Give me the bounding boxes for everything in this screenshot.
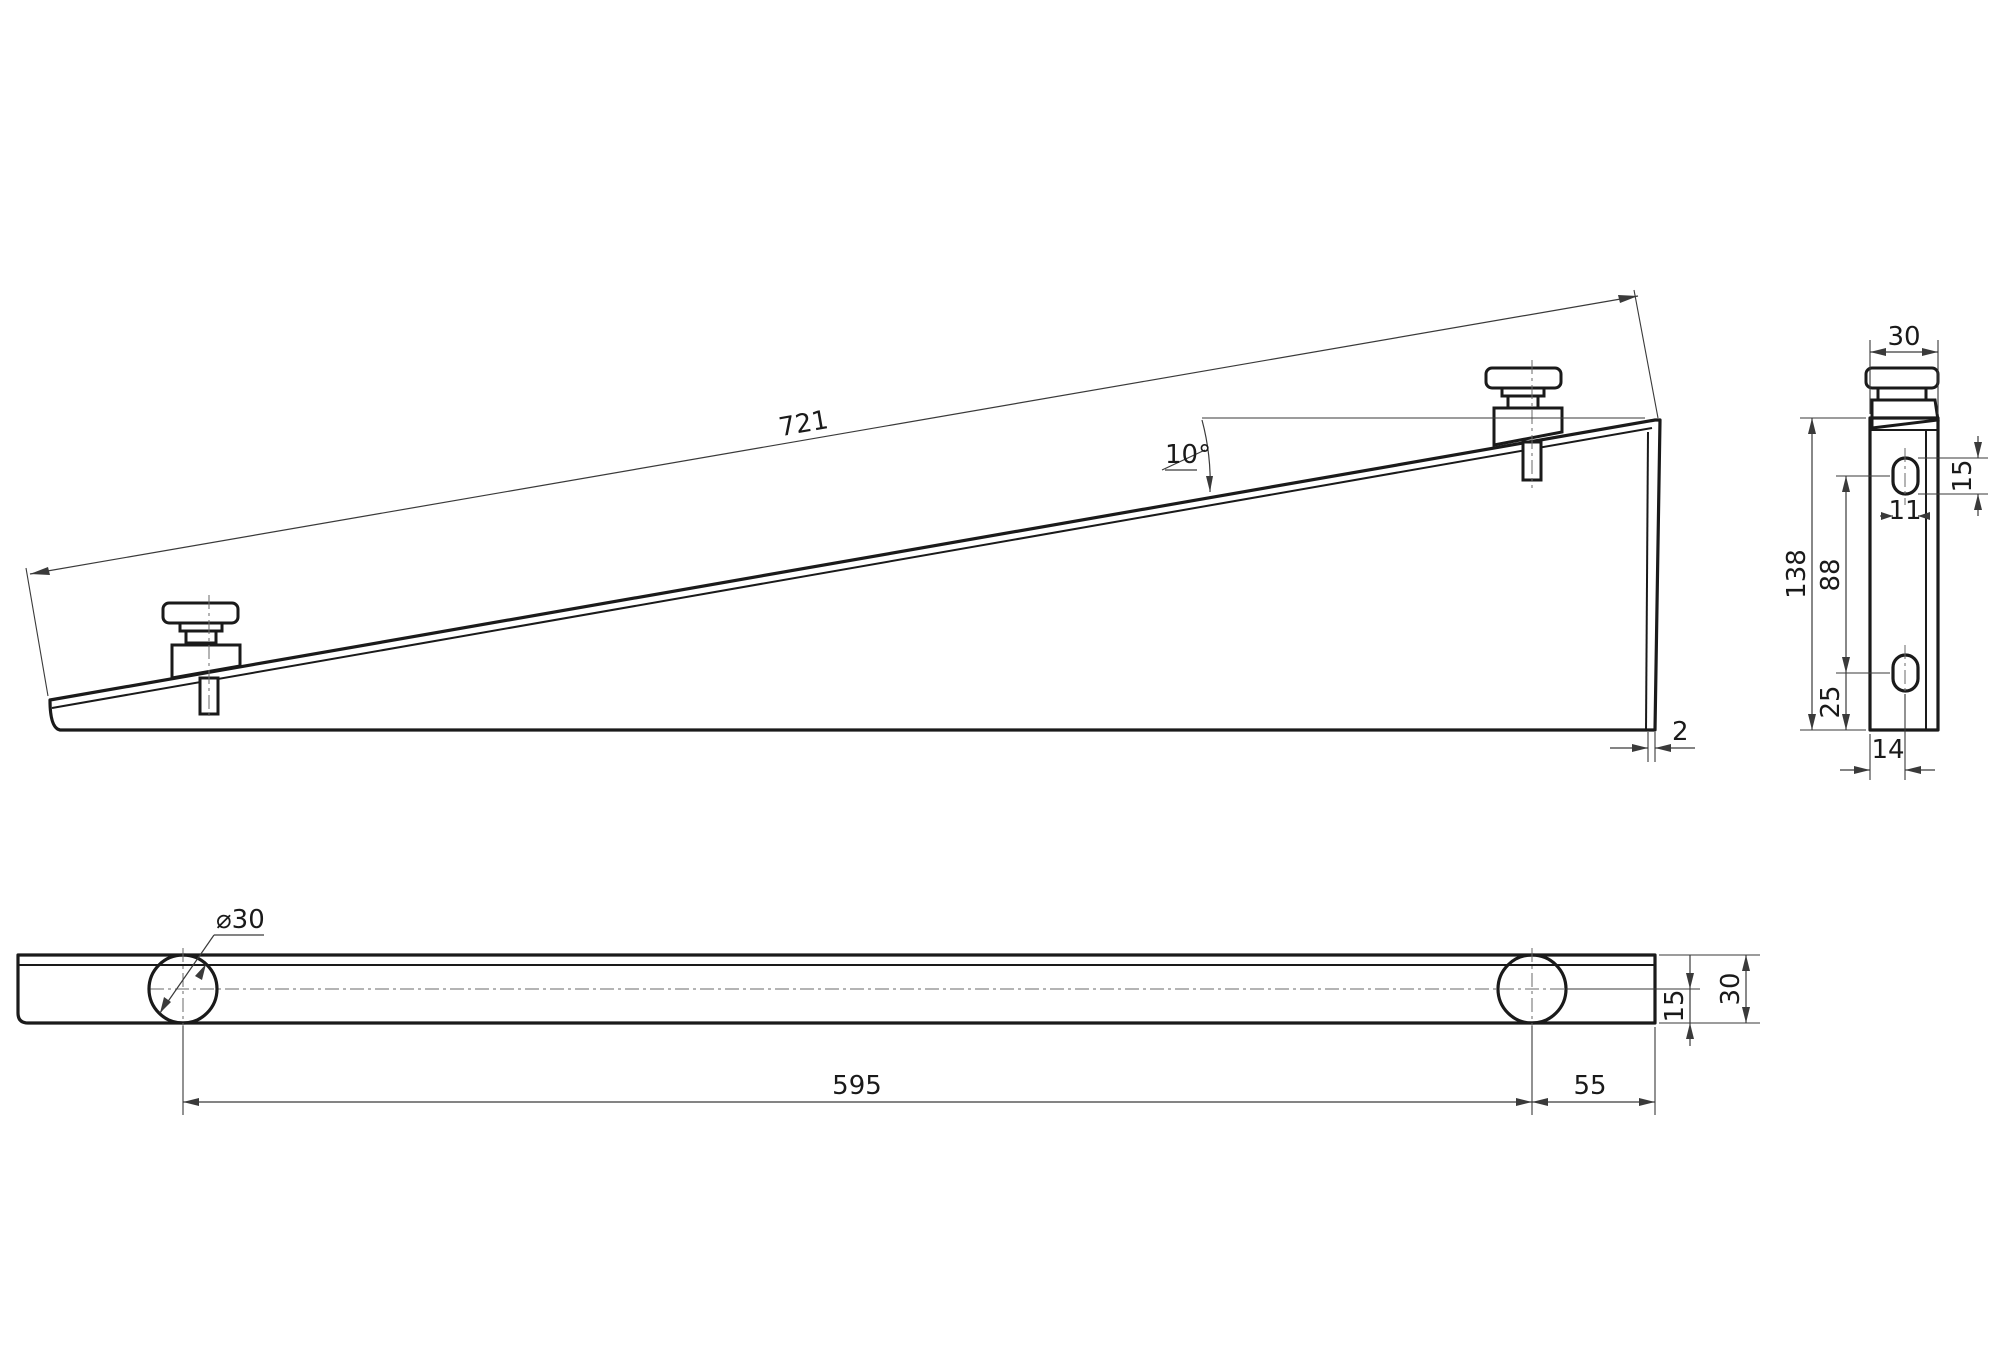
bottom-offset-label: 25 bbox=[1816, 685, 1846, 718]
top-plate-inner-edge bbox=[51, 427, 1653, 709]
angle-dimension-label: 10° bbox=[1165, 440, 1211, 470]
end-width-label: 30 bbox=[1887, 322, 1920, 352]
slot-width-label: 11 bbox=[1888, 496, 1921, 526]
side-view: 721 10° 2 bbox=[25, 289, 1695, 762]
end-view: 30 138 88 25 15 11 bbox=[1782, 322, 1988, 780]
hole-spacing-plan-label: 595 bbox=[832, 1071, 882, 1101]
plan-width-label: 30 bbox=[1716, 972, 1746, 1005]
back-plate-inner-edge bbox=[1645, 431, 1649, 731]
slot-height-label: 15 bbox=[1948, 459, 1978, 492]
right-mounting-knob bbox=[1484, 360, 1564, 488]
edge-offset-label: 14 bbox=[1871, 735, 1904, 765]
bracket-outline bbox=[48, 418, 1662, 732]
hole-spacing-label: 88 bbox=[1816, 558, 1846, 591]
plan-outline bbox=[16, 953, 1657, 1025]
end-offset-label: 55 bbox=[1573, 1071, 1606, 1101]
hole-diameter-label: ⌀30 bbox=[216, 905, 265, 935]
left-mounting-knob bbox=[161, 595, 242, 720]
plan-view: ⌀30 595 55 15 30 bbox=[16, 905, 1760, 1115]
end-height-label: 138 bbox=[1782, 549, 1812, 599]
thickness-dimension-label: 2 bbox=[1672, 717, 1689, 747]
back-plate-front bbox=[1868, 416, 1940, 732]
half-width-label: 15 bbox=[1660, 989, 1690, 1022]
